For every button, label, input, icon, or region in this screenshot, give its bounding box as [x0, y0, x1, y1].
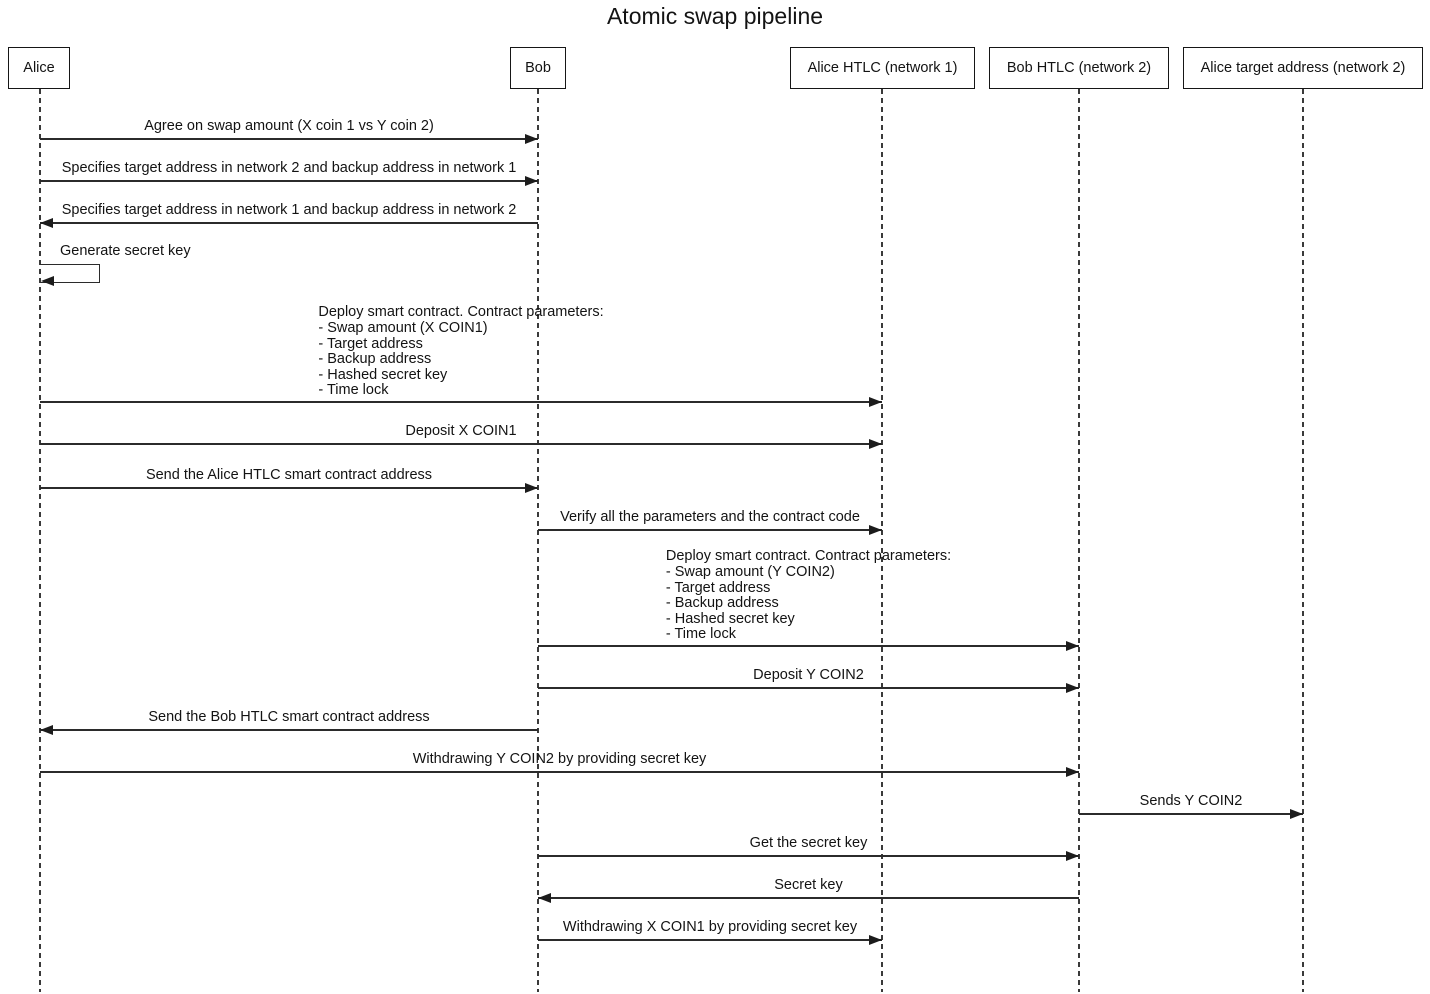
message-label-10: Send the Bob HTLC smart contract address: [148, 709, 430, 725]
message-arrow-7: [538, 529, 882, 531]
arrowhead-icon-13: [1066, 850, 1079, 861]
message-arrow-4: [40, 401, 882, 403]
lifeline-alice-target: [1302, 89, 1304, 992]
message-label-9: Deposit Y COIN2: [753, 667, 864, 683]
arrowhead-icon-5: [869, 438, 882, 449]
message-label-14: Secret key: [774, 877, 843, 893]
message-arrow-13: [538, 855, 1079, 857]
message-label-7: Verify all the parameters and the contra…: [560, 509, 860, 525]
arrowhead-icon-6: [525, 482, 538, 493]
arrowhead-icon-10: [40, 724, 53, 735]
actor-alice-target: Alice target address (network 2): [1183, 47, 1423, 89]
message-arrow-14: [538, 897, 1079, 899]
actor-alice-htlc: Alice HTLC (network 1): [790, 47, 975, 89]
lifeline-alice-htlc: [881, 89, 883, 992]
arrowhead-icon-3: [41, 276, 54, 286]
message-arrow-8: [538, 645, 1079, 647]
actor-alice: Alice: [8, 47, 70, 89]
message-arrow-5: [40, 443, 882, 445]
arrowhead-icon-8: [1066, 640, 1079, 651]
diagram-title: Atomic swap pipeline: [606, 3, 824, 29]
lifeline-alice: [39, 89, 41, 992]
message-arrow-9: [538, 687, 1079, 689]
arrowhead-icon-14: [538, 892, 551, 903]
actor-bob-htlc: Bob HTLC (network 2): [989, 47, 1169, 89]
message-label-13: Get the secret key: [749, 835, 868, 851]
arrowhead-icon-2: [40, 217, 53, 228]
message-label-2: Specifies target address in network 1 an…: [61, 202, 517, 218]
message-label-4: Deploy smart contract. Contract paramete…: [318, 304, 604, 399]
message-arrow-2: [40, 222, 538, 224]
arrowhead-icon-15: [869, 934, 882, 945]
arrowhead-icon-12: [1290, 808, 1303, 819]
lifeline-bob-htlc: [1078, 89, 1080, 992]
message-self-loop-3: [40, 264, 100, 283]
message-arrow-1: [40, 180, 538, 182]
arrowhead-icon-0: [525, 133, 538, 144]
message-arrow-6: [40, 487, 538, 489]
message-label-6: Send the Alice HTLC smart contract addre…: [145, 467, 433, 483]
arrowhead-icon-9: [1066, 682, 1079, 693]
message-label-12: Sends Y COIN2: [1139, 793, 1243, 809]
message-label-5: Deposit X COIN1: [405, 423, 517, 439]
arrowhead-icon-1: [525, 175, 538, 186]
arrowhead-icon-11: [1066, 766, 1079, 777]
arrowhead-icon-4: [869, 396, 882, 407]
arrowhead-icon-7: [869, 524, 882, 535]
message-label-15: Withdrawing X COIN1 by providing secret …: [562, 919, 858, 935]
lifeline-bob: [537, 89, 539, 992]
message-label-0: Agree on swap amount (X coin 1 vs Y coin…: [144, 118, 434, 134]
message-arrow-11: [40, 771, 1079, 773]
message-label-1: Specifies target address in network 2 an…: [61, 160, 517, 176]
message-arrow-12: [1079, 813, 1303, 815]
actor-bob: Bob: [510, 47, 566, 89]
message-arrow-10: [40, 729, 538, 731]
message-label-8: Deploy smart contract. Contract paramete…: [665, 548, 952, 643]
message-label-3: Generate secret key: [60, 243, 191, 259]
message-arrow-0: [40, 138, 538, 140]
message-label-11: Withdrawing Y COIN2 by providing secret …: [412, 751, 707, 767]
message-arrow-15: [538, 939, 882, 941]
